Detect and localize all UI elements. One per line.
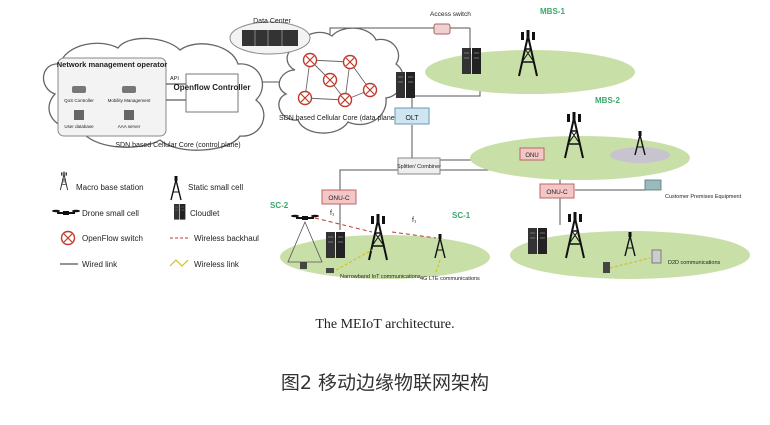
splitter-box <box>397 157 441 175</box>
aaa-server-label: AAA server <box>118 124 141 129</box>
router-icon <box>433 23 451 35</box>
openflow-switch-icon <box>322 72 338 88</box>
d2d-label: D2D communications <box>668 260 721 266</box>
router-icon <box>651 249 662 264</box>
mbs2-small-cell-coverage <box>610 147 670 163</box>
router-icon <box>300 262 307 269</box>
nm-operator-label: Network management operator <box>57 60 168 69</box>
legend-cloudlet: Cloudlet <box>190 209 220 218</box>
openflow-switch-icon <box>342 54 358 70</box>
data-center: Data Center <box>229 18 311 55</box>
f1-left-label: f₁ <box>330 210 335 217</box>
legend-wireless-backhaul: Wireless backhaul <box>194 234 259 243</box>
caption-en: The MEIoT architecture. <box>315 317 454 332</box>
olt-label: OLT <box>405 115 419 122</box>
lte-4g-label: 4G LTE communications <box>420 276 480 282</box>
server-rack-icon <box>124 110 134 120</box>
onu-c-left-box <box>321 189 357 205</box>
left-cell: ONU-C f₁ f₁ SC-2 SC-1 Narrowband IoT com… <box>270 189 480 282</box>
openflow-controller-label: Openflow Controller <box>174 83 251 92</box>
legend-openflow-switch: OpenFlow switch <box>82 234 143 243</box>
router-icon <box>122 86 136 93</box>
mbs1: MBS-1 <box>461 7 565 77</box>
server-rack-icon <box>395 71 416 99</box>
access-switch-label: Access switch <box>430 11 471 18</box>
tower-icon <box>60 171 68 191</box>
customer-equipment-icon <box>644 179 662 191</box>
legend-macro-bs: Macro base station <box>76 183 144 192</box>
onu-c-right-label: ONU-C <box>546 189 568 196</box>
sc1-label: SC-1 <box>452 211 471 220</box>
openflow-switch-icon <box>337 92 353 108</box>
legend-wireless-link: Wireless link <box>194 260 240 269</box>
legend-static-small-cell: Static small cell <box>188 183 243 192</box>
openflow-controller-box <box>185 73 239 113</box>
router-icon <box>72 86 86 93</box>
f1-right-label: f₁ <box>412 217 417 224</box>
legend: Macro base station Static small cell Dro… <box>51 171 259 269</box>
openflow-switch-icon <box>362 82 378 98</box>
openflow-switch-icon <box>297 90 313 106</box>
server-rack-icon <box>242 30 298 46</box>
api-label: API <box>170 76 179 82</box>
user-database-label: User database <box>64 124 94 129</box>
drone-icon <box>51 208 81 216</box>
olt-box <box>394 107 430 125</box>
sdn-data-plane-cloud: SDN based Cellular Core (data plane) <box>278 27 404 134</box>
router-icon <box>603 262 610 273</box>
sdn-control-plane-cloud: Network management operator QoS Controll… <box>42 37 265 151</box>
access-switch: Access switch <box>430 11 471 35</box>
openflow-switch-icon <box>302 52 318 68</box>
router-icon <box>326 268 334 273</box>
server-rack-icon <box>74 110 84 120</box>
nb-iot-label: Narrowband IoT communications <box>340 274 421 280</box>
legend-wired-link: Wired link <box>82 260 118 269</box>
splitter-label: Splitter/ Combiner <box>397 164 441 170</box>
mbs2: ONU MBS-2 <box>519 96 646 161</box>
onu-label: ONU <box>525 153 538 159</box>
right-cell: ONU-C Customer Premises Equipment D2D co… <box>527 179 742 273</box>
mbs2-coverage <box>470 136 690 180</box>
customer-equipment-label: Customer Premises Equipment <box>665 194 742 200</box>
mbs1-label: MBS-1 <box>540 7 565 16</box>
data-center-label: Data Center <box>253 18 291 25</box>
left-cell-coverage <box>280 235 490 279</box>
qos-controller-label: QoS Controller <box>64 98 94 103</box>
caption-cn: 图2 移动边缘物联网架构 <box>280 372 490 394</box>
legend-drone-small-cell: Drone small cell <box>82 209 139 218</box>
onu-box <box>519 147 545 161</box>
drone-icon <box>290 213 320 221</box>
sdn-control-plane-label: SDN based Cellular Core (control plane) <box>115 142 240 149</box>
openflow-switch-icon <box>60 230 76 246</box>
onu-c-right-box <box>539 183 575 199</box>
small-cell-icon <box>170 175 182 201</box>
onu-c-left-label: ONU-C <box>328 195 350 202</box>
sdn-data-plane-label: SDN based Cellular Core (data plane) <box>279 115 397 122</box>
sc2-label: SC-2 <box>270 201 289 210</box>
server-rack-icon <box>173 203 186 220</box>
mbs2-label: MBS-2 <box>595 96 620 105</box>
mobility-management-label: Mobility Management <box>108 98 152 103</box>
